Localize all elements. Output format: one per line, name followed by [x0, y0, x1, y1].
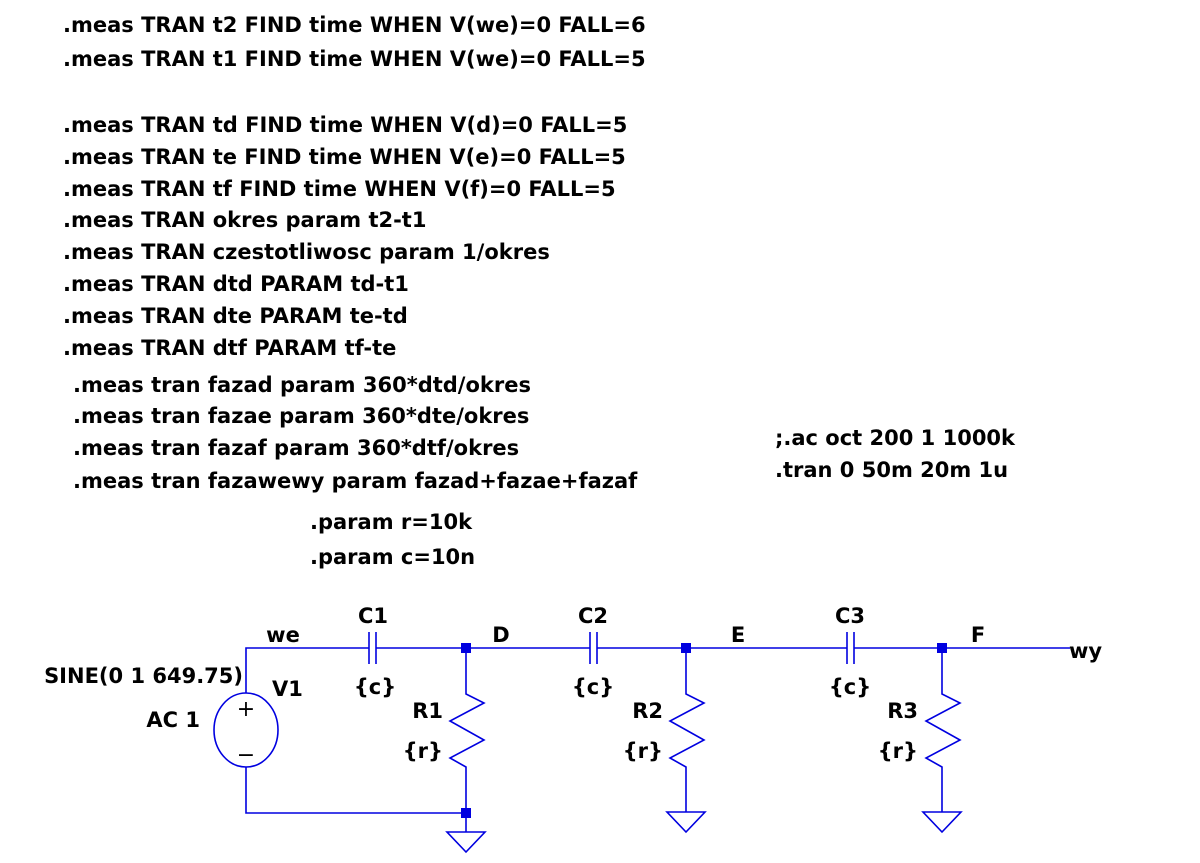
capacitor-value[interactable]: {c}: [572, 675, 614, 699]
capacitor-c2[interactable]: [589, 632, 598, 664]
capacitor-name[interactable]: C1: [358, 604, 388, 628]
directive[interactable]: .meas TRAN dtd PARAM td-t1: [63, 272, 409, 296]
directive[interactable]: .meas TRAN okres param t2-t1: [63, 208, 426, 232]
resistor-r2[interactable]: [668, 648, 706, 812]
resistor-value[interactable]: {r}: [403, 739, 443, 763]
capacitor-value[interactable]: {c}: [829, 675, 871, 699]
directive[interactable]: .meas TRAN t2 FIND time WHEN V(we)=0 FAL…: [63, 13, 646, 37]
capacitor-value[interactable]: {c}: [354, 675, 396, 699]
source-value[interactable]: SINE(0 1 649.75): [44, 664, 243, 688]
net-label-f[interactable]: F: [971, 623, 985, 647]
directive[interactable]: .meas TRAN czestotliwosc param 1/okres: [63, 240, 550, 264]
directive[interactable]: .meas tran fazaf param 360*dtf/okres: [73, 436, 519, 460]
ground-icon: [445, 813, 487, 854]
wire[interactable]: [245, 647, 369, 693]
directive[interactable]: .meas TRAN te FIND time WHEN V(e)=0 FALL…: [63, 145, 626, 169]
directive-param-r[interactable]: .param r=10k: [310, 510, 473, 534]
capacitor-name[interactable]: C3: [835, 604, 865, 628]
voltage-source-icon: [213, 692, 279, 768]
resistor-r1[interactable]: [448, 648, 486, 813]
wires: [245, 647, 1070, 814]
directive-ac[interactable]: ;.ac oct 200 1 1000k: [775, 426, 1016, 450]
resistor-name[interactable]: R2: [632, 699, 663, 723]
wire[interactable]: [245, 767, 466, 814]
directive[interactable]: .meas tran fazae param 360*dte/okres: [73, 404, 529, 428]
capacitor-c1[interactable]: [368, 632, 377, 664]
source-ac[interactable]: AC 1: [146, 708, 200, 732]
directive[interactable]: .meas TRAN t1 FIND time WHEN V(we)=0 FAL…: [63, 47, 646, 71]
net-label-e[interactable]: E: [731, 623, 745, 647]
plus-sign: +: [237, 697, 255, 722]
net-label-wy[interactable]: wy: [1069, 639, 1102, 663]
voltage-source-v1[interactable]: + −: [213, 692, 279, 768]
directive[interactable]: .meas TRAN dtf PARAM tf-te: [63, 336, 396, 360]
net-label-d[interactable]: D: [492, 623, 509, 647]
resistor-name[interactable]: R3: [887, 699, 918, 723]
resistor-r3[interactable]: [924, 648, 962, 812]
ground-icon: [921, 811, 963, 834]
directive[interactable]: .meas TRAN tf FIND time WHEN V(f)=0 FALL…: [63, 177, 616, 201]
directive[interactable]: .meas tran fazawewy param fazad+fazae+fa…: [73, 469, 638, 493]
minus-sign: −: [237, 743, 255, 768]
directive[interactable]: .meas TRAN dte PARAM te-td: [63, 304, 408, 328]
capacitor-c3[interactable]: [846, 632, 855, 664]
directive[interactable]: .meas tran fazad param 360*dtd/okres: [73, 373, 531, 397]
resistor-name[interactable]: R1: [412, 699, 443, 723]
resistor-value[interactable]: {r}: [878, 739, 918, 763]
spice-directives: .meas TRAN t2 FIND time WHEN V(we)=0 FAL…: [63, 13, 1016, 569]
resistor-value[interactable]: {r}: [623, 739, 663, 763]
source-name[interactable]: V1: [272, 677, 303, 701]
directive-param-c[interactable]: .param c=10n: [310, 545, 475, 569]
directive[interactable]: .meas TRAN td FIND time WHEN V(d)=0 FALL…: [63, 113, 627, 137]
ground-icon: [665, 811, 707, 834]
net-label-we[interactable]: we: [266, 623, 300, 647]
directive-tran[interactable]: .tran 0 50m 20m 1u: [775, 458, 1008, 482]
capacitor-name[interactable]: C2: [578, 604, 608, 628]
